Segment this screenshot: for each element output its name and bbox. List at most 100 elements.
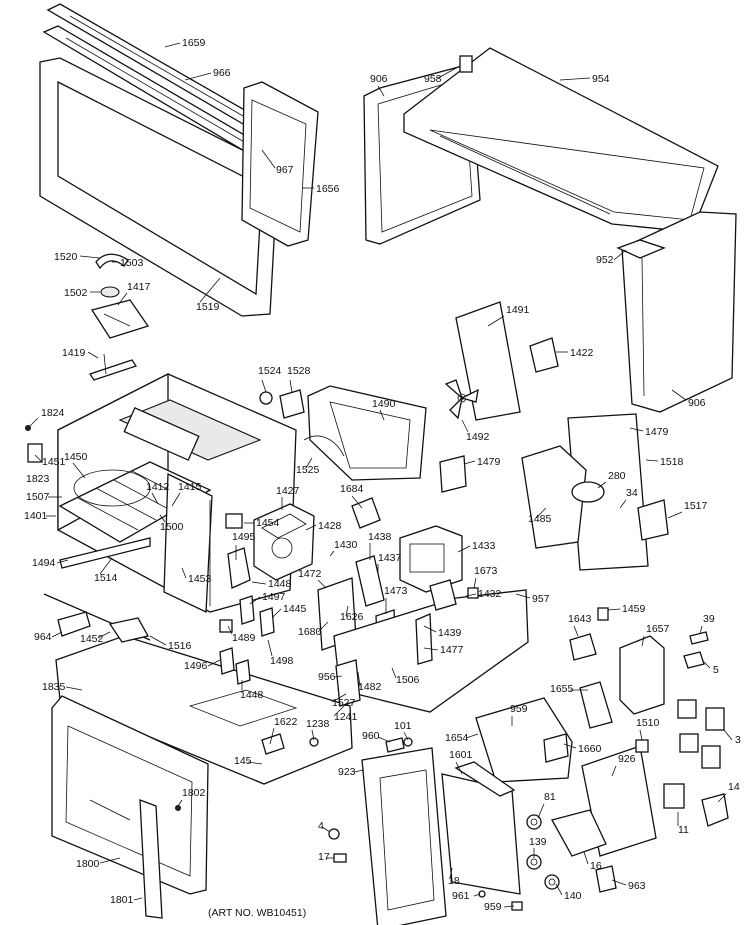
part-number-1514: 1514	[94, 572, 118, 584]
leader-1516	[149, 635, 167, 646]
connector-1673	[467, 587, 479, 599]
part-number-961: 961	[452, 890, 470, 902]
part-number-34: 34	[626, 487, 638, 499]
leader-1654	[465, 733, 479, 739]
leader-1491	[487, 315, 505, 327]
leader-3	[723, 729, 733, 741]
switch-11	[663, 783, 685, 809]
bracket-952	[616, 239, 666, 259]
part-number-1518: 1518	[660, 456, 684, 468]
part-number-140: 140	[564, 890, 582, 902]
part-number-1528: 1528	[287, 365, 311, 377]
leader-1659	[164, 42, 181, 48]
bracket-958	[459, 55, 473, 73]
part-number-1655: 1655	[550, 683, 574, 695]
part-number-1500: 1500	[160, 521, 184, 533]
switch-1445	[259, 607, 275, 637]
leader-1622	[269, 727, 275, 745]
leader-1520	[79, 255, 101, 259]
leader-1412	[151, 492, 159, 505]
part-number-1452: 1452	[80, 633, 104, 645]
switch-1496	[219, 647, 235, 675]
part-number-139: 139	[529, 836, 547, 848]
leader-1657	[641, 635, 645, 647]
leader-1498	[267, 639, 273, 657]
leader-1824	[29, 417, 39, 427]
screw-1802	[175, 805, 181, 811]
part-number-1472: 1472	[298, 568, 322, 580]
part-number-1412: 1412	[146, 481, 170, 493]
lamp-socket-5	[683, 651, 705, 669]
lamp-39	[689, 631, 709, 645]
part-number-1450: 1450	[64, 451, 88, 463]
part-number-1519: 1519	[196, 301, 220, 313]
part-number-17: 17	[318, 851, 330, 863]
part-number-1415: 1415	[178, 481, 202, 493]
leader-1489	[227, 625, 233, 635]
part-number-1473: 1473	[384, 585, 408, 597]
part-number-1438: 1438	[368, 531, 392, 543]
leader-1800	[99, 857, 121, 864]
bracket-1684	[351, 497, 381, 529]
button-963	[595, 865, 617, 893]
part-number-958: 958	[424, 73, 442, 85]
switch-1459	[597, 607, 609, 621]
latch-lever-1520	[95, 253, 129, 270]
part-number-1622: 1622	[274, 716, 298, 728]
front-frame-923	[361, 747, 447, 925]
rear-cover-1657	[619, 635, 665, 715]
leader-1419	[87, 351, 99, 359]
part-number-1401: 1401	[24, 510, 48, 522]
leader-1494	[56, 559, 69, 564]
part-number-1601: 1601	[449, 749, 473, 761]
part-number-1503: 1503	[120, 257, 144, 269]
part-number-1660: 1660	[578, 743, 602, 755]
part-number-18: 18	[448, 875, 460, 887]
leader-lines	[29, 42, 733, 908]
part-number-1657: 1657	[646, 623, 670, 635]
leader-964	[51, 631, 63, 638]
door-handle-1801	[139, 799, 163, 919]
capacitor-1438	[355, 555, 385, 607]
part-number-1673: 1673	[474, 565, 498, 577]
switch-1497	[239, 595, 255, 625]
leader-1452	[97, 631, 111, 639]
front-panel-1453	[163, 472, 213, 614]
part-number-1495: 1495	[232, 531, 256, 543]
leader-1479b	[463, 460, 476, 465]
part-number-1451: 1451	[42, 456, 66, 468]
fan-bracket-1491	[455, 301, 521, 421]
knob-81	[526, 814, 542, 830]
bracket-1528	[279, 389, 305, 419]
part-number-1517: 1517	[684, 500, 708, 512]
fan-blade-1492	[444, 379, 479, 420]
leader-961	[473, 893, 481, 897]
bracket-1452	[108, 617, 149, 643]
switch-1489	[219, 619, 233, 633]
switch-14	[701, 793, 729, 827]
part-number-101: 101	[394, 720, 412, 732]
part-number-1454: 1454	[256, 517, 280, 529]
leader-1428	[305, 524, 317, 531]
part-number-1684: 1684	[340, 483, 364, 495]
part-number-959b: 959	[484, 901, 502, 913]
latch-1419	[88, 353, 138, 381]
interlock-switch-1495	[227, 547, 251, 589]
keypad-1660	[543, 733, 569, 763]
part-number-1496: 1496	[184, 660, 208, 672]
leader-39	[699, 625, 703, 635]
door-trim-strip-966	[42, 3, 272, 159]
part-number-1643: 1643	[568, 613, 592, 625]
control-board-1655	[579, 681, 613, 729]
leader-5	[701, 659, 711, 669]
part-number-1439: 1439	[438, 627, 462, 639]
switches-3	[677, 699, 725, 769]
part-number-926: 926	[618, 753, 636, 765]
part-number-1419: 1419	[62, 347, 86, 359]
rail-1494	[59, 537, 151, 569]
part-number-957: 957	[532, 593, 550, 605]
part-number-1428: 1428	[318, 520, 342, 532]
part-number-1459: 1459	[622, 603, 646, 615]
